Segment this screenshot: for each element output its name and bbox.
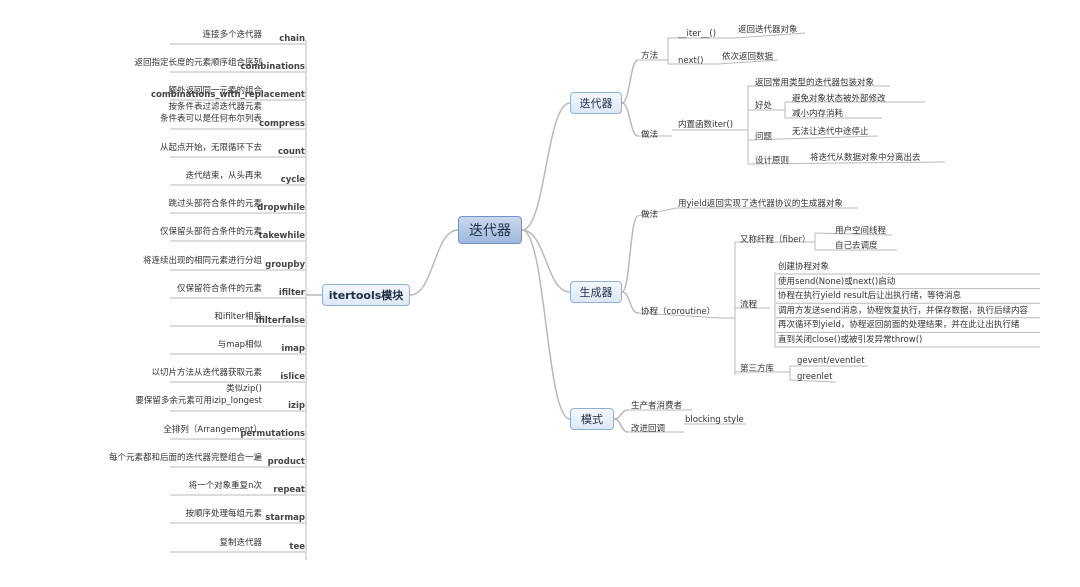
pattern-callback-desc: blocking style [685, 415, 744, 425]
flow-step-3: 协程在执行yield result后让出执行绪，等待消息 [778, 291, 962, 302]
itertools-item-dropwhile[interactable]: dropwhile [257, 203, 305, 213]
benefit-2: 减小内存消耗 [792, 109, 844, 119]
lib-label: 第三方库 [740, 364, 775, 374]
flow-step-1: 创建协程对象 [778, 262, 830, 272]
generator-node[interactable]: 生成器 [570, 281, 622, 303]
pat-producer [613, 409, 629, 420]
itertools-desc: 从起点开始，无限循环下去 [159, 143, 262, 153]
pat-callback [613, 418, 629, 433]
lib-2: greenlet [797, 372, 833, 382]
itertools-item-ifilter[interactable]: ifilter [278, 288, 305, 298]
principle-label: 设计原则 [755, 156, 790, 166]
itertools-desc: 条件表可以是任何布尔列表 [159, 114, 262, 124]
root-node[interactable]: 迭代器 [458, 216, 522, 244]
benefit-1: 避免对象状态被外部修改 [792, 94, 886, 104]
principle-text: 将迭代从数据对象中分离出去 [810, 153, 921, 163]
connector [814, 232, 893, 236]
itertools-item-imap[interactable]: imap [281, 344, 305, 354]
method-iter[interactable]: __iter__() [678, 29, 717, 39]
fiber-item-1: 用户空间线程 [835, 226, 887, 236]
root-to-itertools [409, 229, 459, 296]
itertools-item-product[interactable]: product [267, 457, 305, 467]
itertools-desc: 以切片方法从迭代器获取元素 [151, 368, 262, 378]
itertools-desc: 复制迭代器 [219, 538, 262, 548]
itertools-item-permutations[interactable]: permutations [240, 429, 305, 439]
fiber-item-2: 自己去调度 [835, 241, 878, 251]
itertools-desc: 要保留多余元素可用izip_longest [135, 396, 262, 406]
flow-step-4: 调用方发送send消息，协程恢复执行，并保存数据，执行后续内容 [778, 305, 1028, 316]
pattern-producer: 生产者消费者 [631, 401, 683, 411]
generator-practice-label: 做法 [641, 210, 659, 220]
itertools-item-compress[interactable]: compress [259, 119, 305, 129]
generator-practice-text: 用yield返回实现了迭代器协议的生成器对象 [678, 199, 843, 209]
itertools-desc: 将连续出现的相同元素进行分组 [142, 256, 262, 266]
flow-step-6: 直到关闭close()或被引发异常throw() [778, 335, 923, 345]
gen-practice [621, 215, 639, 293]
itertools-item-izip[interactable]: izip [288, 401, 305, 411]
itertools-desc: 全排列（Arrangement） [163, 425, 262, 435]
itertools-item-starmap[interactable]: starmap [265, 513, 305, 523]
connector [734, 32, 806, 39]
method-iter-desc: 返回迭代器对象 [738, 25, 798, 35]
itertools-item-tee[interactable]: tee [289, 542, 305, 552]
itertools-desc: 连接多个迭代器 [202, 30, 262, 40]
lib-1: gevent/eventlet [797, 356, 865, 366]
connector [747, 135, 879, 141]
pattern-callback: 改进回调 [631, 424, 666, 434]
itertools-desc: 和ifilter相反 [214, 312, 262, 322]
connector [637, 312, 723, 319]
itertools-node[interactable]: itertools模块 [322, 284, 410, 306]
flow-step-2: 使用send(None)或next()启动 [778, 276, 896, 287]
itertools-desc: 与map相似 [217, 340, 262, 350]
connector [717, 59, 779, 65]
root-to-pattern [521, 229, 571, 420]
iterator-practice-desc: 返回常用类型的迭代器包装对象 [755, 78, 875, 88]
iterator-node[interactable]: 迭代器 [570, 92, 622, 114]
itertools-desc: 仅保留头部符合条件的元素 [159, 227, 262, 237]
root-to-generator [521, 229, 571, 293]
itertools-desc: 仅保留符合条件的元素 [176, 284, 262, 294]
iterator-practice-label: 做法 [641, 130, 659, 140]
iter-practice [621, 102, 639, 137]
fiber-label: 又称纤程（fiber） [740, 235, 811, 245]
itertools-item-chain[interactable]: chain [279, 34, 305, 44]
connector [747, 161, 946, 165]
benefit-label: 好处 [755, 101, 773, 111]
iterator-practice-name[interactable]: 内置函数iter() [678, 120, 734, 130]
itertools-desc: 按顺序处理每组元素 [185, 509, 262, 519]
connector [789, 379, 837, 383]
connector [637, 207, 677, 217]
flow-step-5: 再次循环到yield，协程返回前面的处理结果，并在此让出执行绪 [778, 320, 1020, 331]
coroutine-label[interactable]: 协程（coroutine） [641, 307, 716, 317]
itertools-item-islice[interactable]: islice [280, 372, 305, 382]
itertools-item-count[interactable]: count [277, 147, 305, 157]
itertools-item-repeat[interactable]: repeat [273, 485, 305, 495]
itertools-desc: 迭代结束，从头再来 [185, 171, 262, 181]
iterator-method-label: 方法 [641, 51, 659, 61]
problem-label: 问题 [755, 132, 773, 142]
itertools-item-cycle[interactable]: cycle [280, 175, 305, 185]
itertools-item-groupby[interactable]: groupby [265, 260, 305, 270]
method-next-desc: 依次返回数据 [722, 52, 774, 62]
gen-coroutine [621, 291, 639, 314]
itertools-desc: 类似zip() [226, 384, 262, 394]
flow-label: 流程 [740, 300, 758, 310]
itertools-item-combinations_with_replacement[interactable]: combinations_with_replacement [150, 90, 305, 100]
itertools-desc: 将一个对象重复n次 [188, 481, 262, 491]
itertools-desc: 按条件表过滤迭代器元素 [168, 102, 262, 112]
itertools-desc: 返回指定长度的元素顺序组合序列 [134, 58, 262, 68]
method-next[interactable]: next() [678, 56, 704, 66]
iter-method [621, 59, 639, 104]
itertools-item-ifilterfalse[interactable]: ifilterfalse [255, 316, 305, 326]
root-to-iterator [521, 102, 571, 231]
itertools-item-takewhile[interactable]: takewhile [258, 231, 305, 241]
itertools-desc: 额外返回同一元素的组合 [168, 86, 262, 96]
itertools-desc: 跳过头部符合条件的元素 [168, 199, 262, 209]
itertools-desc: 每个元素都和后面的迭代器完整组合一遍 [108, 453, 262, 463]
problem-text: 无法让迭代中途停止 [792, 127, 869, 137]
pattern-node[interactable]: 模式 [570, 408, 614, 430]
itertools-item-combinations[interactable]: combinations [240, 62, 305, 72]
